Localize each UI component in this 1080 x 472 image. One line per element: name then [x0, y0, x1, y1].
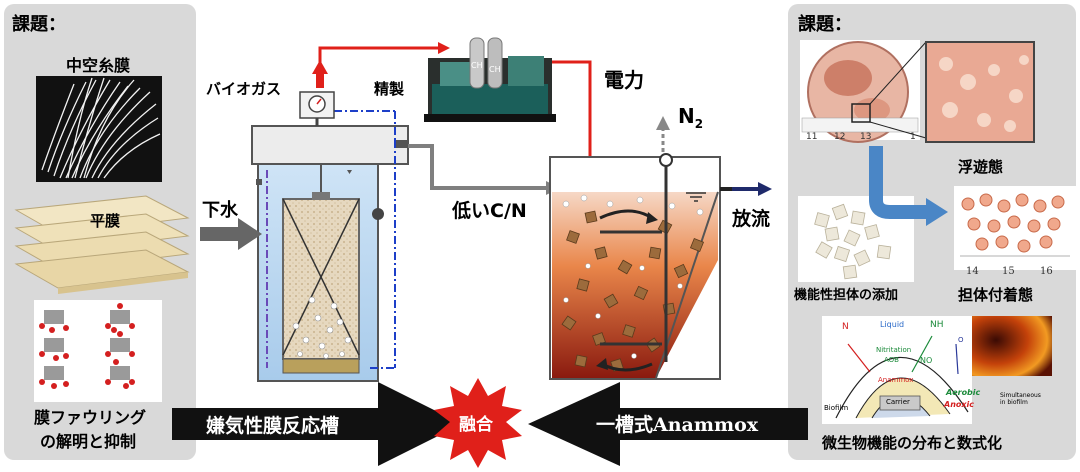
refining-label: 精製	[374, 80, 405, 98]
flat-sheet-label: 平膜	[90, 212, 121, 230]
bf-anoxic-label: Anoxic	[944, 400, 975, 409]
fusion-starburst	[434, 378, 522, 468]
fusion-label: 融合	[459, 415, 493, 435]
attached-label: 担体付着態	[958, 286, 1034, 304]
bf-n2-label: N	[842, 322, 849, 332]
bf-biofilm-label: Biofilm	[824, 404, 849, 412]
discharge-arrow	[732, 182, 772, 196]
carrier-transition-arrow	[869, 146, 948, 226]
hollow-fiber-label: 中空糸膜	[66, 56, 131, 75]
carrier-add-label: 機能性担体の添加	[794, 288, 899, 303]
cylinder-label-1: CH	[471, 61, 483, 70]
anammox-tank	[549, 153, 732, 380]
biogas-up-arrow-shaft	[316, 74, 324, 88]
bf-anammox-label: Anammox	[878, 376, 914, 384]
membrane-fouling-diagram	[34, 300, 162, 402]
discharge-label: 放流	[732, 208, 771, 230]
ruler-number: 11	[806, 132, 817, 142]
sewage-label: 下水	[202, 200, 238, 221]
bf-no2-label: NO	[920, 356, 933, 365]
bf-liquid-label: Liquid	[880, 320, 905, 329]
anammox-banner-arrow	[528, 382, 808, 466]
flat-sheet-membrane-image	[14, 195, 190, 294]
bf-o2-label: O	[958, 336, 964, 344]
biogas-up-arrowhead	[312, 60, 328, 74]
n2-symbol: N	[678, 104, 695, 128]
right-panel-heading: 課題：	[798, 14, 852, 35]
left-panel-heading: 課題：	[12, 14, 66, 35]
ruler-number: 16	[1040, 266, 1053, 277]
petri-dish-image	[800, 40, 927, 143]
fouling-label-line1: 膜ファウリング	[34, 408, 147, 427]
hollow-fiber-membrane-image	[36, 76, 162, 182]
attached-growth-carriers-image	[954, 186, 1076, 270]
biofilm-glow-image	[972, 316, 1052, 376]
fouling-label-line2: の解明と抑制	[40, 432, 137, 451]
ruler-number: 12	[834, 132, 845, 142]
biogas-meter	[299, 91, 335, 126]
n2-subscript: 2	[694, 117, 704, 131]
ruler-number: 1	[910, 132, 916, 142]
bf-aob-label: AOB	[884, 356, 899, 364]
anmbr-banner-arrow	[172, 382, 462, 466]
anmbr-banner-label: 嫌気性膜反応槽	[206, 415, 340, 437]
to-generator-arrowhead	[438, 42, 450, 54]
bf-carrier-label: Carrier	[886, 398, 910, 406]
permeate-arrow	[408, 144, 548, 190]
bf-simultaneous-label: Simultaneous in biofilm	[1000, 392, 1041, 406]
biofilm-model-diagram	[822, 316, 972, 424]
generator-image: CH CH	[424, 37, 556, 122]
suspended-label: 浮遊態	[958, 158, 1004, 176]
biogas-label: バイオガス	[206, 80, 282, 98]
analysis-label: 微生物機能の分布と数式化	[822, 434, 1003, 452]
ruler-number: 15	[1002, 266, 1015, 277]
bf-nitritation-label: Nitritation	[876, 346, 912, 354]
anammox-banner-label: 一槽式Anammox	[596, 414, 759, 436]
sewage-inlet-arrow	[200, 218, 262, 250]
bf-aerobic-label: Aerobic	[946, 388, 981, 397]
n2-off-gas-arrow	[656, 116, 670, 152]
bf-nh4-label: NH	[930, 320, 944, 330]
ruler-number: 13	[860, 132, 871, 142]
n2-label: N2	[678, 104, 703, 131]
ruler-number: 14	[966, 266, 979, 277]
suspended-sludge-closeup	[925, 41, 1035, 143]
low-cn-label: 低いC/N	[452, 200, 527, 222]
electricity-label: 電力	[604, 68, 644, 92]
cylinder-label-2: CH	[489, 65, 501, 74]
anaerobic-membrane-reactor	[251, 110, 409, 382]
